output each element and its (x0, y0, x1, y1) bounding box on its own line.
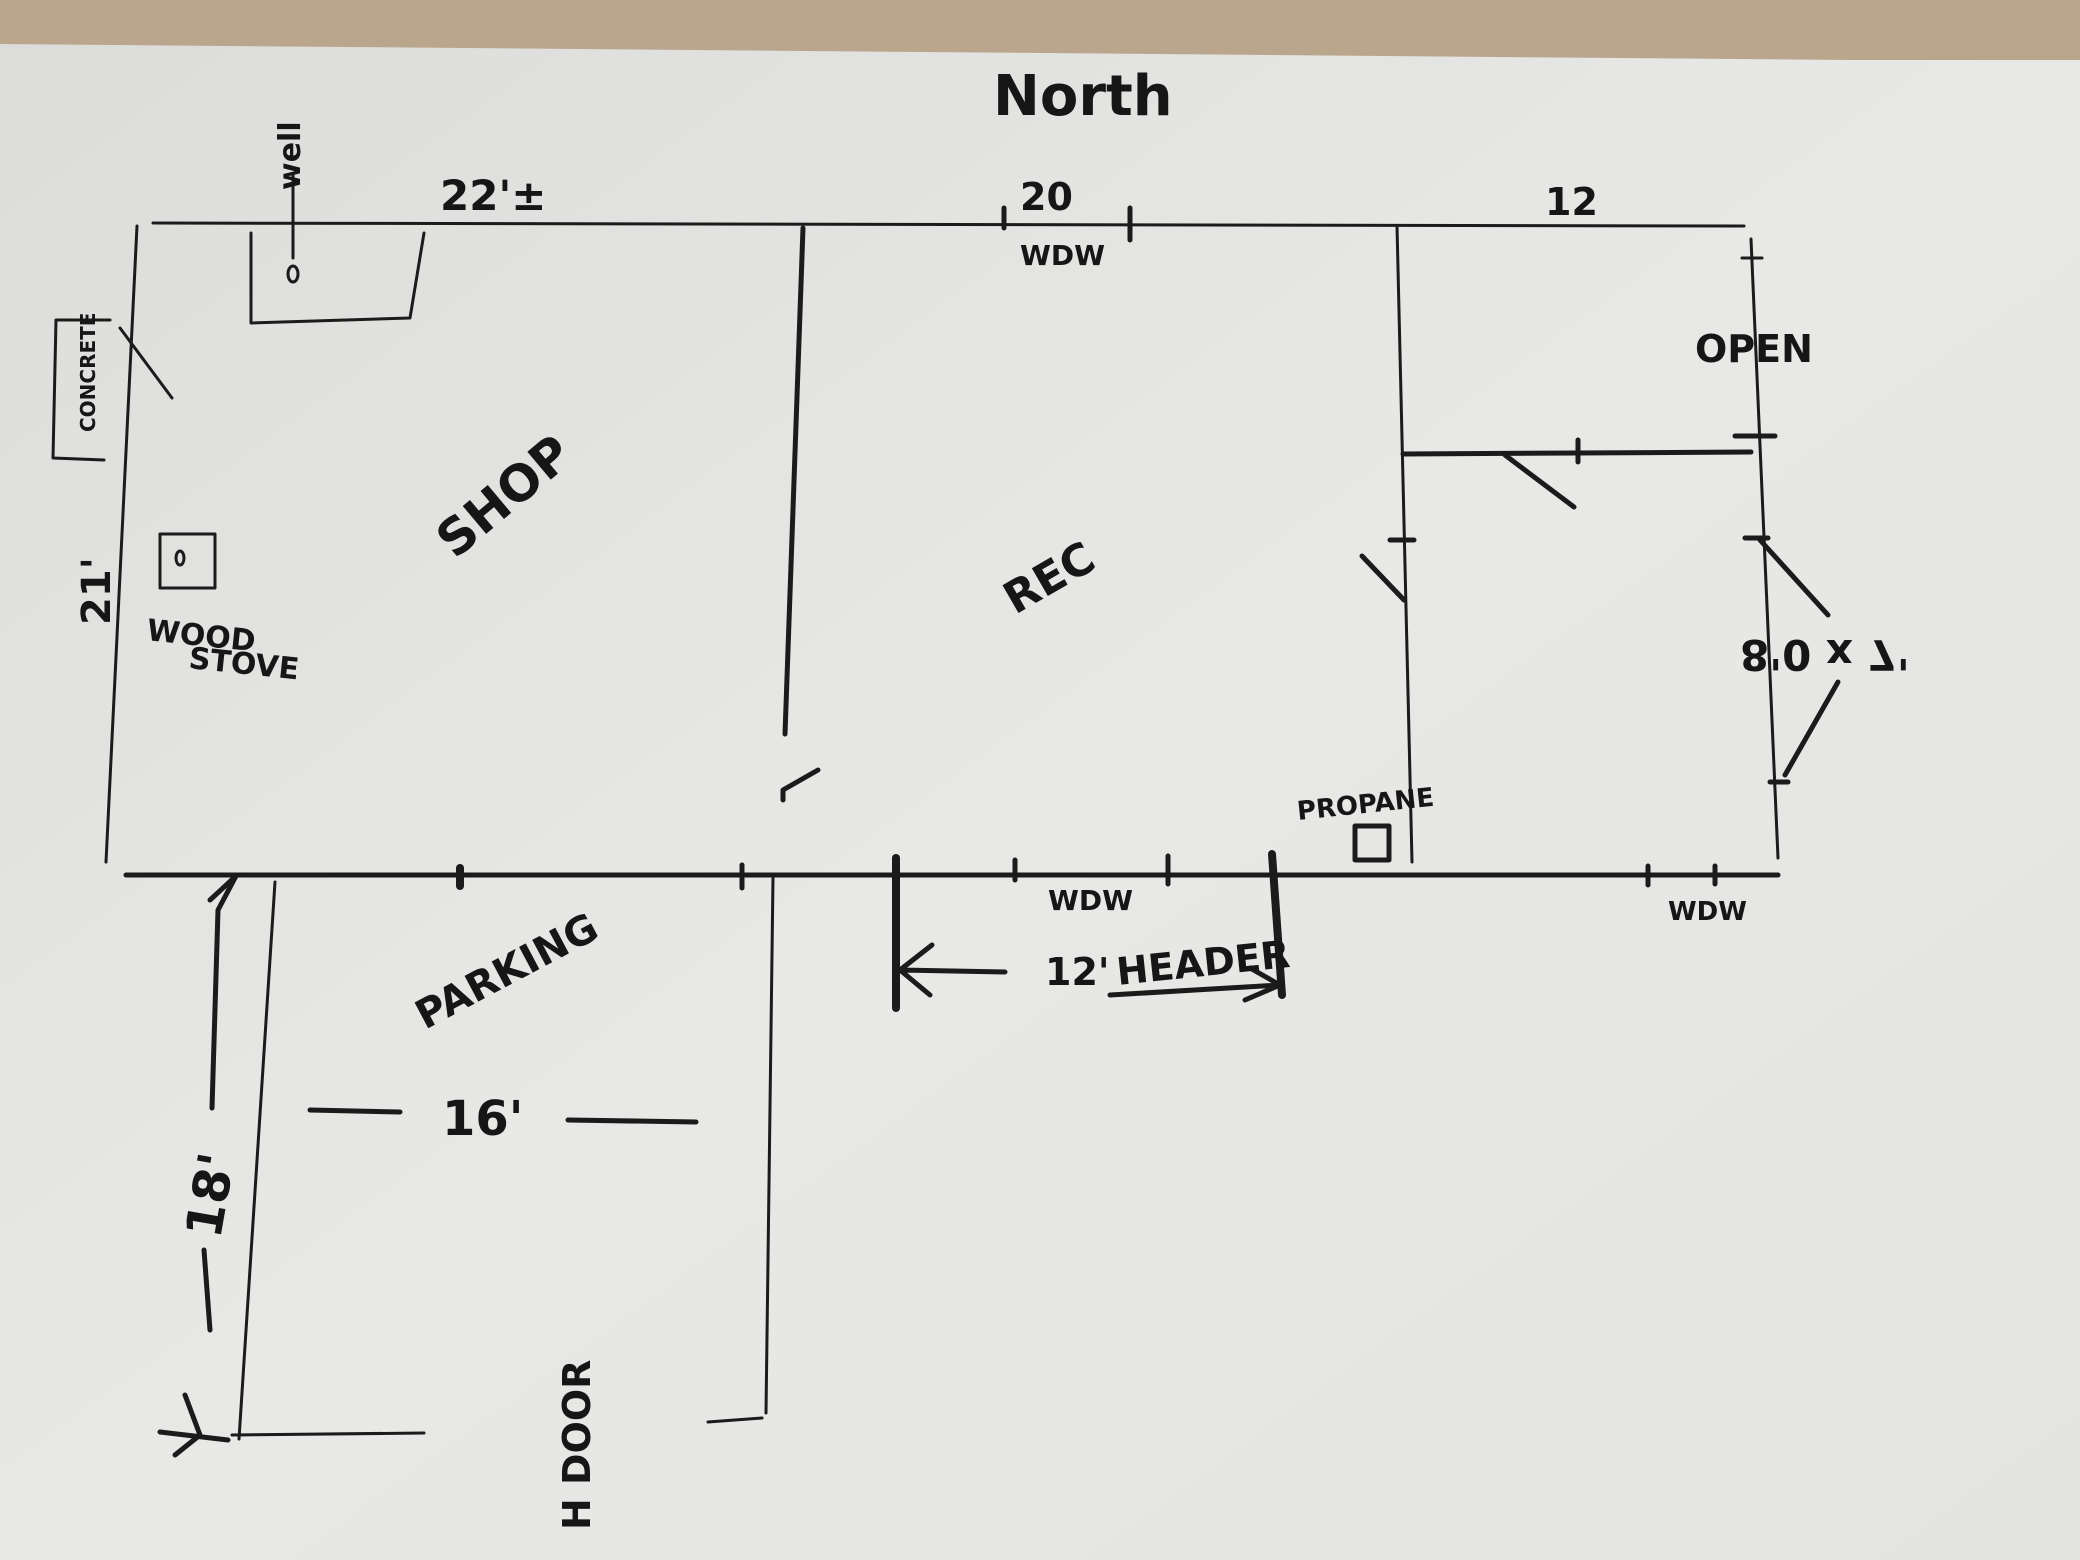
header-dimension-arrows (897, 942, 1283, 1003)
door-label: H DOOR (555, 1360, 599, 1530)
rec-width-label: 20 (1020, 175, 1073, 219)
concrete-label: CONCRETE (76, 313, 100, 432)
parking-outline (157, 873, 775, 1458)
paper-sheet (0, 44, 2080, 1560)
open-label: OPEN (1695, 327, 1813, 371)
propane-tank-icon (1352, 823, 1392, 863)
wood-stove-icon (158, 532, 217, 590)
north-window-label: WDW (1020, 239, 1105, 272)
concrete-pad (51, 318, 174, 462)
shop-width-label: 22'± (440, 171, 547, 220)
parking-width-label: 16' (442, 1091, 524, 1147)
header-span-label: 12' (1045, 950, 1110, 994)
door-size-label: 8'0 x 7' (1740, 630, 1910, 679)
north-label: North (993, 64, 1173, 129)
south-wall-marks (456, 850, 1718, 1012)
interior-walls (780, 224, 1841, 864)
east-south-window-label: WDW (1668, 897, 1747, 927)
east-width-label: 12 (1545, 180, 1598, 224)
well-label: well (273, 121, 308, 190)
well-enclosure (249, 173, 426, 325)
south-window-label: WDW (1048, 884, 1133, 917)
shop-depth-label: 21' (74, 557, 120, 625)
exterior-walls (104, 221, 1781, 878)
